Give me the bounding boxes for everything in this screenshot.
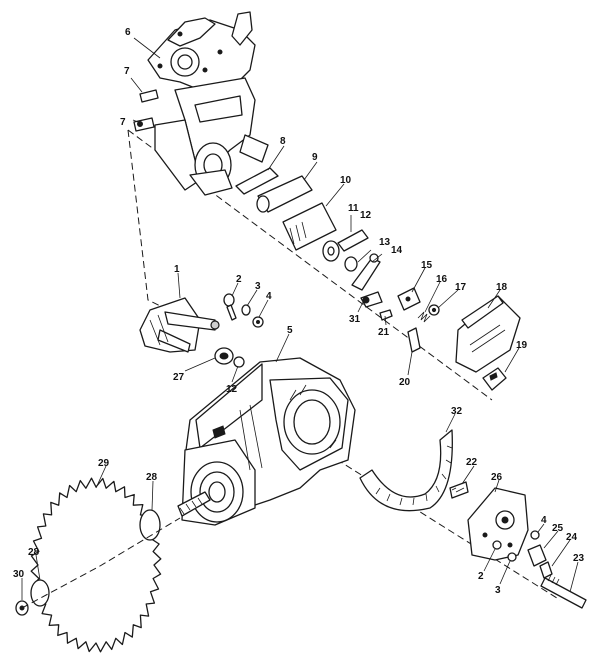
label-part-23: 23 (573, 553, 585, 564)
washer-13 (344, 256, 358, 272)
label-part-17: 17 (455, 282, 467, 293)
assembly-axis-side (127, 129, 211, 331)
label-part-24: 24 (566, 532, 578, 543)
label-part-28-upper: 28 (146, 472, 158, 483)
handle-23 (540, 574, 587, 609)
link-12 (337, 215, 369, 252)
screw-2a (223, 293, 237, 321)
spring-16 (417, 311, 431, 323)
label-part-4-upper: 4 (266, 291, 272, 302)
label-part-12-upper: 12 (360, 210, 372, 221)
label-part-8: 8 (280, 136, 286, 147)
label-part-10: 10 (340, 175, 352, 186)
label-part-21: 21 (378, 327, 390, 338)
label-part-7-lower: 7 (120, 117, 126, 128)
label-part-16: 16 (436, 274, 448, 285)
label-part-28-lower: 28 (28, 547, 40, 558)
blade-axis (21, 517, 181, 609)
label-part-22: 22 (466, 457, 478, 468)
label-part-3-lower: 3 (495, 585, 501, 596)
washer-4b (530, 530, 540, 540)
washer-3b (507, 552, 517, 562)
nut-17 (428, 304, 440, 316)
lever-14 (351, 253, 381, 291)
label-part-12-lower: 12 (226, 384, 238, 395)
label-part-13: 13 (379, 237, 391, 248)
label-part-25: 25 (552, 523, 564, 534)
label-part-30: 30 (13, 569, 25, 580)
clamp-bar-8 (235, 145, 285, 195)
handle-plate-18 (455, 295, 521, 373)
motor-5 (177, 357, 356, 526)
label-part-15: 15 (421, 260, 433, 271)
label-part-9: 9 (312, 152, 318, 163)
carriage-bolt-lower (133, 117, 155, 132)
yoke-housing (147, 11, 269, 196)
label-part-2-lower: 2 (478, 571, 484, 582)
nut-4a (252, 316, 264, 328)
guard-arc-32 (359, 429, 453, 512)
knob-19 (482, 367, 507, 391)
bolt-31 (360, 291, 383, 308)
label-part-31: 31 (349, 314, 361, 325)
label-part-32: 32 (451, 406, 463, 417)
clip-20 (407, 327, 421, 353)
washer-12b (233, 356, 245, 368)
label-part-3-upper: 3 (255, 281, 261, 292)
label-part-6: 6 (125, 27, 131, 38)
collar-28a (139, 509, 161, 541)
label-part-27: 27 (173, 372, 185, 383)
label-part-26: 26 (491, 472, 503, 483)
sleeve-10 (282, 183, 345, 251)
label-part-19: 19 (516, 340, 528, 351)
part-labels: 6 7 7 8 9 10 11 12 13 14 15 16 17 18 19 … (13, 27, 585, 596)
tube-9 (256, 161, 318, 213)
label-part-7-upper: 7 (124, 66, 130, 77)
screw-22 (449, 481, 469, 499)
label-part-18: 18 (496, 282, 508, 293)
block-25 (527, 544, 547, 567)
leader-lines (21, 37, 579, 600)
assembly-axis-motor (289, 429, 561, 601)
washer-11 (322, 240, 340, 262)
pin-24 (539, 561, 553, 579)
arbor-bracket-1 (139, 297, 220, 353)
bevel-plate-26 (467, 487, 529, 561)
label-part-11: 11 (348, 203, 359, 214)
screw-2b (492, 540, 502, 550)
label-part-1: 1 (174, 264, 180, 275)
label-part-20: 20 (399, 377, 411, 388)
lockwasher-3a (241, 304, 251, 316)
saw-blade-29 (30, 477, 162, 653)
label-part-4-lower: 4 (541, 515, 547, 526)
label-part-2-upper: 2 (236, 274, 242, 285)
bearing-27 (214, 347, 234, 365)
label-part-5: 5 (287, 325, 293, 336)
carriage-bolt-upper (130, 77, 159, 103)
assembly-axis-upper (127, 129, 493, 401)
bracket-15 (397, 287, 421, 311)
label-part-29: 29 (98, 458, 110, 469)
label-part-14: 14 (391, 245, 403, 256)
pin-21 (379, 309, 393, 321)
